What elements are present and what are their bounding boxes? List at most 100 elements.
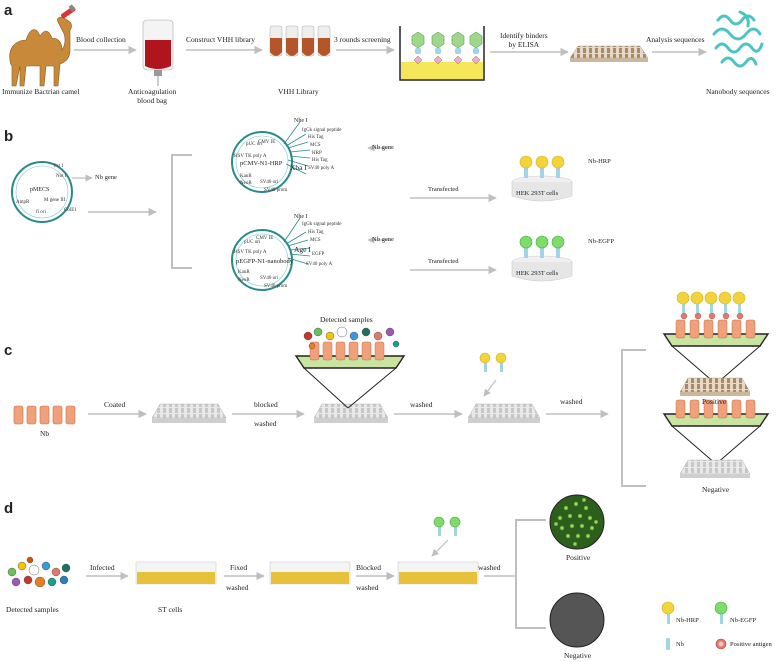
label-hek-2: HEK 293T cells	[516, 270, 559, 277]
sample-well-zoom	[294, 326, 406, 409]
label-transfected-1: Transfected	[428, 186, 459, 193]
pegfp-site-10: SV40 ori	[260, 276, 279, 281]
detected-samples-d	[7, 556, 71, 588]
label-identify: Identify binders by ELISA	[500, 31, 548, 49]
pcmv-site-0: IgGk signal peptide	[302, 128, 342, 133]
pcmv-site-9: KanR	[240, 174, 252, 179]
legend-antigen: Positive antigen	[730, 641, 772, 648]
elisa-plate-c2	[313, 403, 389, 423]
label-nb-hrp: Nb-HRP	[588, 158, 611, 165]
label-age: Age I	[294, 245, 311, 254]
vhh-library-tubes	[269, 25, 331, 57]
panel-label-a: a	[4, 2, 13, 19]
label-blocked-d: Blocked	[356, 563, 381, 572]
label-washed-c3: washed	[560, 397, 583, 406]
label-xba: Xba I	[290, 163, 307, 172]
panning-well	[399, 26, 485, 81]
pmecs-site-1: Not I	[56, 174, 67, 179]
label-hek-1: HEK 293T cells	[516, 190, 559, 197]
label-washed-c2: washed	[410, 400, 433, 409]
label-nb-egfp: Nb-EGFP	[588, 238, 615, 245]
label-washed-d1: washed	[226, 583, 249, 592]
pmecs-plasmid	[11, 161, 73, 223]
panel-label-b: b	[4, 128, 14, 145]
negative-well-d	[549, 592, 605, 648]
label-washed-c1: washed	[254, 419, 277, 428]
label-nhe2: Nhe I	[294, 214, 308, 220]
negative-well-c	[662, 399, 770, 478]
pmecs-site-5: ColE1	[64, 208, 77, 213]
nb-egfp-pair-d	[431, 516, 461, 557]
label-camel: Immunize Bactrian camel	[2, 87, 80, 96]
label-fixed: Fixed	[230, 563, 248, 572]
pegfp-site-8: KanR	[238, 270, 250, 275]
elisa-plate-c3	[467, 403, 541, 423]
st-dish-2	[269, 561, 351, 585]
label-washed-d2: washed	[356, 583, 379, 592]
pcmv-site-4: His Tag	[312, 158, 328, 163]
label-blood-collection: Blood collection	[76, 35, 126, 44]
nb-hrp-pair-c	[479, 352, 507, 397]
pegfp-site-1: His Tag	[308, 230, 324, 235]
label-positive-c: Positive	[702, 397, 727, 406]
label-blocked-c: blocked	[254, 400, 278, 409]
positive-well-d	[549, 494, 605, 550]
label-pmecs: pMECS	[30, 187, 50, 193]
label-infected: Infected	[90, 563, 115, 572]
label-coated: Coated	[104, 400, 126, 409]
nb-blocks	[13, 405, 76, 425]
pegfp-site-2: MCS	[310, 238, 321, 243]
pegfp-site-6: pUC ori	[244, 240, 261, 245]
label-nhe1: Nhe I	[294, 118, 308, 124]
st-dish-3	[397, 561, 479, 585]
label-pegfp: pEGFP-N1-nanobody	[236, 258, 294, 265]
pegfp-plasmid	[231, 217, 311, 291]
label-nb: Nb	[40, 429, 50, 438]
panel-label-d: d	[4, 500, 14, 517]
panel-label-c: c	[4, 342, 13, 359]
label-blood-bag: Anticoagulation blood bag	[128, 87, 177, 105]
pcmv-site-10: NeoR	[240, 181, 252, 186]
label-detected-d: Detected samples	[6, 605, 59, 614]
pegfp-site-7: HSV TK poly A	[234, 250, 267, 255]
hek-dish-egfp	[511, 235, 573, 282]
pcmv-site-6: CMV IE	[258, 140, 276, 145]
pcmv-site-11: SV40 ori	[260, 180, 279, 185]
bracket-d	[515, 519, 546, 629]
elisa-plate-c1	[151, 403, 227, 423]
pcmv-site-5: SV40 poly A	[308, 166, 335, 171]
pmecs-site-3: AmpR	[16, 200, 30, 205]
bracket-b	[171, 154, 192, 269]
pcmv-site-8: HSV TK poly A	[234, 154, 267, 159]
pegfp-site-11: SV40 prom	[264, 284, 288, 289]
label-screening: 3 rounds screening	[334, 35, 391, 44]
pcmv-site-7: pUC ori	[246, 142, 263, 147]
blood-bag-icon	[142, 19, 174, 86]
pegfp-site-9: NeoR	[238, 278, 250, 283]
pegfp-site-3: EGFP	[312, 252, 325, 257]
pcmv-site-2: MCS	[310, 143, 321, 148]
label-washed-d3: washed	[478, 563, 501, 572]
label-nb-gene-3: Nb gene	[372, 236, 394, 243]
bracket-c	[621, 349, 646, 487]
legend-icons	[661, 601, 728, 650]
pcmv-site-3: HRP	[312, 151, 322, 156]
legend-nb-egfp: Nb-EGFP	[730, 617, 757, 624]
label-transfected-2: Transfected	[428, 258, 459, 265]
pcmv-site-1: His Tag	[308, 135, 324, 140]
pmecs-site-4: fi ori	[36, 210, 46, 215]
label-st-cells: ST cells	[158, 605, 183, 614]
nanobody-structure	[712, 10, 764, 68]
label-nb-gene-1: Nb gene	[95, 174, 117, 181]
pegfp-site-4: SV40 poly A	[306, 262, 333, 267]
legend-nb: Nb	[676, 641, 684, 648]
camel-illustration	[9, 4, 76, 87]
label-negative-d: Negative	[564, 651, 592, 660]
hek-dish-hrp	[511, 155, 573, 202]
st-dish-1	[135, 561, 217, 585]
pmecs-site-0: Pst I	[54, 164, 64, 169]
label-nanobody-seq: Nanobody sequences	[706, 87, 770, 96]
label-negative-c: Negative	[702, 485, 730, 494]
label-library: VHH Library	[278, 87, 319, 96]
